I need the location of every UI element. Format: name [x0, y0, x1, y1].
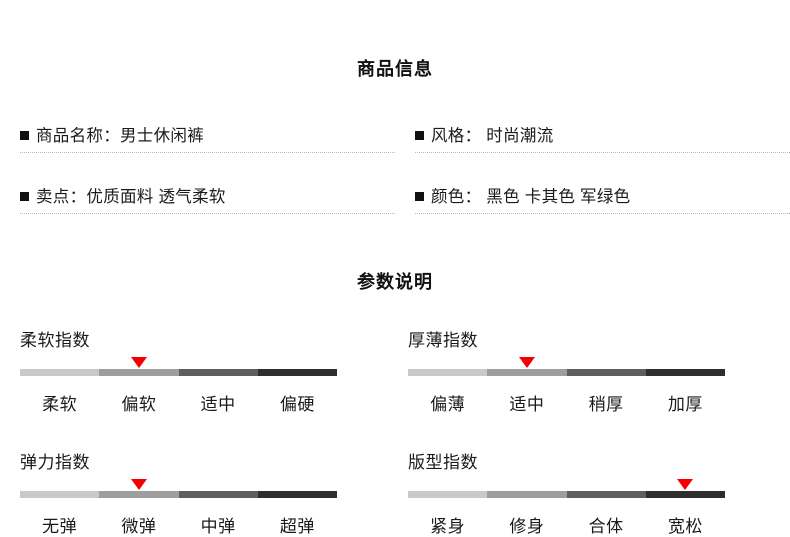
meter-segment — [178, 491, 258, 498]
info-value: 优质面料 透气柔软 — [86, 188, 226, 206]
page-title-product-info: 商品信息 — [357, 59, 433, 79]
meter-marker-lane — [20, 479, 337, 491]
meter-thickness: 厚薄指数 偏薄 适中 稍厚 加厚 — [395, 326, 790, 415]
meter-segment — [257, 491, 337, 498]
red-triangle-marker-icon — [130, 357, 147, 368]
meter-scale-label: 加厚 — [667, 395, 703, 414]
meter-scale-labels: 无弹 微弹 中弹 超弹 — [20, 512, 337, 537]
meter-scale-label: 超弹 — [279, 517, 315, 536]
meter-scale-labels: 偏薄 适中 稍厚 加厚 — [408, 390, 725, 415]
meter-segment — [645, 491, 725, 498]
meter-bar-wrap — [408, 479, 725, 505]
meter-title: 厚薄指数 — [408, 331, 478, 350]
meter-segment — [178, 369, 258, 376]
meter-segment — [566, 369, 646, 376]
meter-scale-label: 适中 — [509, 395, 545, 414]
info-label: 卖点： — [36, 188, 87, 206]
info-label: 颜色： — [431, 188, 482, 206]
meter-bar-wrap — [408, 357, 725, 383]
info-value: 时尚潮流 — [481, 127, 554, 145]
meter-fit: 版型指数 紧身 修身 合体 宽松 — [395, 448, 790, 537]
meter-scale-label: 修身 — [509, 517, 545, 536]
meter-bar-wrap — [20, 479, 337, 505]
meter-row: 柔软指数 柔软 偏软 适中 偏硬 — [0, 326, 790, 415]
info-row: 卖点：优质面料 透气柔软 颜色： 黑色 卡其色 军绿色 — [0, 179, 790, 214]
red-triangle-marker-icon — [518, 357, 535, 368]
info-cell-product-name: 商品名称：男士休闲裤 — [20, 118, 395, 153]
meter-scale-label: 紧身 — [430, 517, 466, 536]
meter-scale-label: 适中 — [200, 395, 236, 414]
meter-elasticity: 弹力指数 无弹 微弹 中弹 超弹 — [0, 448, 395, 537]
meter-bar — [408, 369, 725, 376]
info-label: 商品名称： — [36, 127, 120, 145]
meter-marker-lane — [20, 357, 337, 369]
meter-marker-lane — [408, 357, 725, 369]
row-spacer — [0, 153, 790, 179]
meter-segment — [566, 491, 646, 498]
info-label: 风格： — [431, 127, 482, 145]
meter-segment — [487, 369, 567, 376]
meter-segment — [20, 369, 100, 376]
info-row: 商品名称：男士休闲裤 风格： 时尚潮流 — [0, 118, 790, 153]
meter-scale-label: 中弹 — [200, 517, 236, 536]
square-bullet-icon — [20, 131, 29, 140]
parameter-meters: 柔软指数 柔软 偏软 适中 偏硬 — [0, 326, 790, 537]
meter-segment — [20, 491, 100, 498]
page-title-parameters: 参数说明 — [357, 272, 433, 292]
meter-title: 版型指数 — [408, 453, 478, 472]
meter-scale-label: 柔软 — [42, 395, 78, 414]
info-cell-style: 风格： 时尚潮流 — [415, 118, 790, 153]
meter-segment — [408, 491, 488, 498]
meter-scale-labels: 紧身 修身 合体 宽松 — [408, 512, 725, 537]
info-value: 男士休闲裤 — [120, 127, 204, 145]
meter-scale-labels: 柔软 偏软 适中 偏硬 — [20, 390, 337, 415]
red-triangle-marker-icon — [677, 479, 694, 490]
meter-scale-label: 合体 — [588, 517, 624, 536]
meter-scale-label: 稍厚 — [588, 395, 624, 414]
meter-scale-label: 宽松 — [667, 517, 703, 536]
meter-segment — [99, 369, 179, 376]
meter-marker-lane — [408, 479, 725, 491]
meter-segment — [645, 369, 725, 376]
red-triangle-marker-icon — [130, 479, 147, 490]
product-info-table: 商品名称：男士休闲裤 风格： 时尚潮流 卖点：优质面料 透气柔软 颜色： 黑色 … — [0, 118, 790, 214]
meter-bar — [408, 491, 725, 498]
info-cell-selling-point: 卖点：优质面料 透气柔软 — [20, 179, 395, 214]
meter-scale-label: 偏软 — [121, 395, 157, 414]
meter-scale-label: 无弹 — [42, 517, 78, 536]
meter-scale-label: 微弹 — [121, 517, 157, 536]
meter-scale-label: 偏薄 — [430, 395, 466, 414]
meter-bar — [20, 491, 337, 498]
info-cell-color: 颜色： 黑色 卡其色 军绿色 — [415, 179, 790, 214]
meter-title: 柔软指数 — [20, 331, 90, 350]
meter-segment — [487, 491, 567, 498]
meter-row-spacer — [0, 415, 790, 448]
meter-title: 弹力指数 — [20, 453, 90, 472]
meter-bar-wrap — [20, 357, 337, 383]
square-bullet-icon — [415, 131, 424, 140]
meter-segment — [257, 369, 337, 376]
meter-segment — [99, 491, 179, 498]
meter-scale-label: 偏硬 — [279, 395, 315, 414]
meter-segment — [408, 369, 488, 376]
meter-softness: 柔软指数 柔软 偏软 适中 偏硬 — [0, 326, 395, 415]
info-value: 黑色 卡其色 军绿色 — [481, 188, 631, 206]
meter-bar — [20, 369, 337, 376]
square-bullet-icon — [415, 192, 424, 201]
square-bullet-icon — [20, 192, 29, 201]
meter-row: 弹力指数 无弹 微弹 中弹 超弹 — [0, 448, 790, 537]
